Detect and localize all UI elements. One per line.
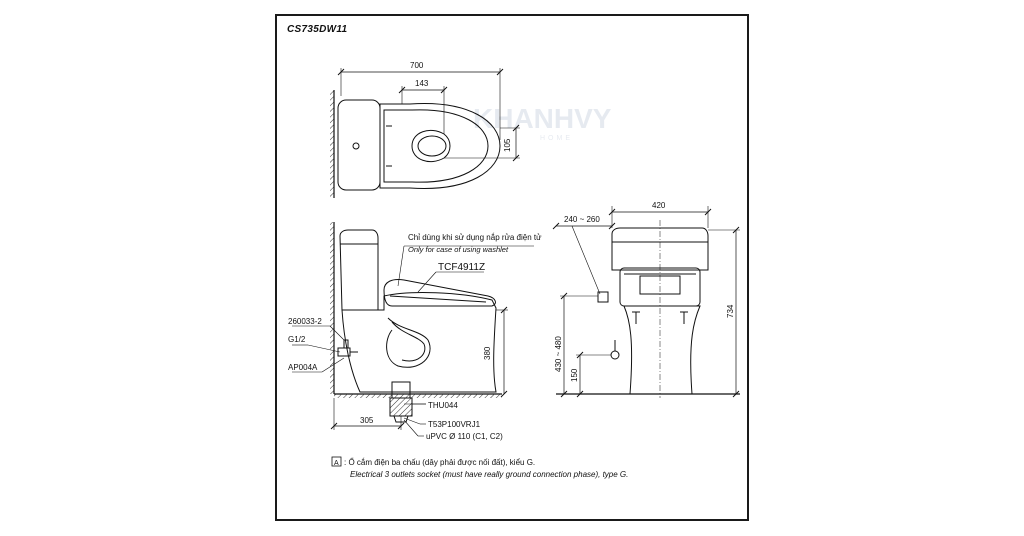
side-view-bowl (341, 292, 497, 393)
front-dim-total-height: 734 (726, 304, 735, 318)
seat-code-label: TCF4911Z (438, 262, 485, 273)
washlet-note-en: Only for case of using washlet (408, 245, 509, 254)
side-view-wall (330, 222, 334, 394)
watermark-sub: HOME (540, 135, 573, 142)
side-view-tank (339, 229, 379, 311)
valve-code-label: 260033-2 (288, 317, 322, 326)
side-view (292, 222, 534, 437)
front-dim-inlet-height: 150 (570, 368, 579, 382)
side-dim-height: 380 (483, 346, 492, 360)
watermark: KHANHVY HOME (473, 103, 612, 142)
top-view-wall (330, 90, 334, 198)
front-dim-inlet-range: 430 ~ 480 (554, 336, 563, 372)
footnote: A : Ổ cắm điện ba chấu (dây phải được nố… (331, 456, 628, 479)
front-dim-width: 420 (652, 201, 666, 210)
pipe-spec-label: uPVC Ø 110 (C1, C2) (426, 432, 503, 441)
footnote-text-en: Electrical 3 outlets socket (must have r… (350, 470, 628, 479)
side-dim-wall-offset: 305 (360, 416, 374, 425)
footnote-symbol: A (334, 460, 339, 467)
top-dim-depth: 105 (503, 138, 512, 152)
top-dim-offset: 143 (415, 79, 429, 88)
washlet-note-vi: Chỉ dùng khi sử dụng nắp rửa điện tử (408, 233, 542, 242)
stop-code-label: AP004A (288, 363, 318, 372)
side-view-washlet (383, 279, 496, 307)
flange-code-label: THU044 (428, 401, 458, 410)
front-view (552, 206, 740, 398)
outlet-code-label: T53P100VRJ1 (428, 420, 481, 429)
front-dim-outlet-range: 240 ~ 260 (564, 215, 600, 224)
thread-label: G1/2 (288, 335, 306, 344)
footnote-text-vi: : Ổ cắm điện ba chấu (dây phải được nối … (344, 458, 535, 467)
top-view-bowl (379, 103, 501, 189)
model-title: CS735DW11 (287, 24, 348, 35)
top-view (330, 68, 520, 198)
front-view-pedestal (623, 305, 701, 395)
front-view-tank (611, 227, 709, 271)
watermark-brand: KHANHVY (473, 103, 612, 134)
top-dim-width: 700 (410, 61, 424, 70)
